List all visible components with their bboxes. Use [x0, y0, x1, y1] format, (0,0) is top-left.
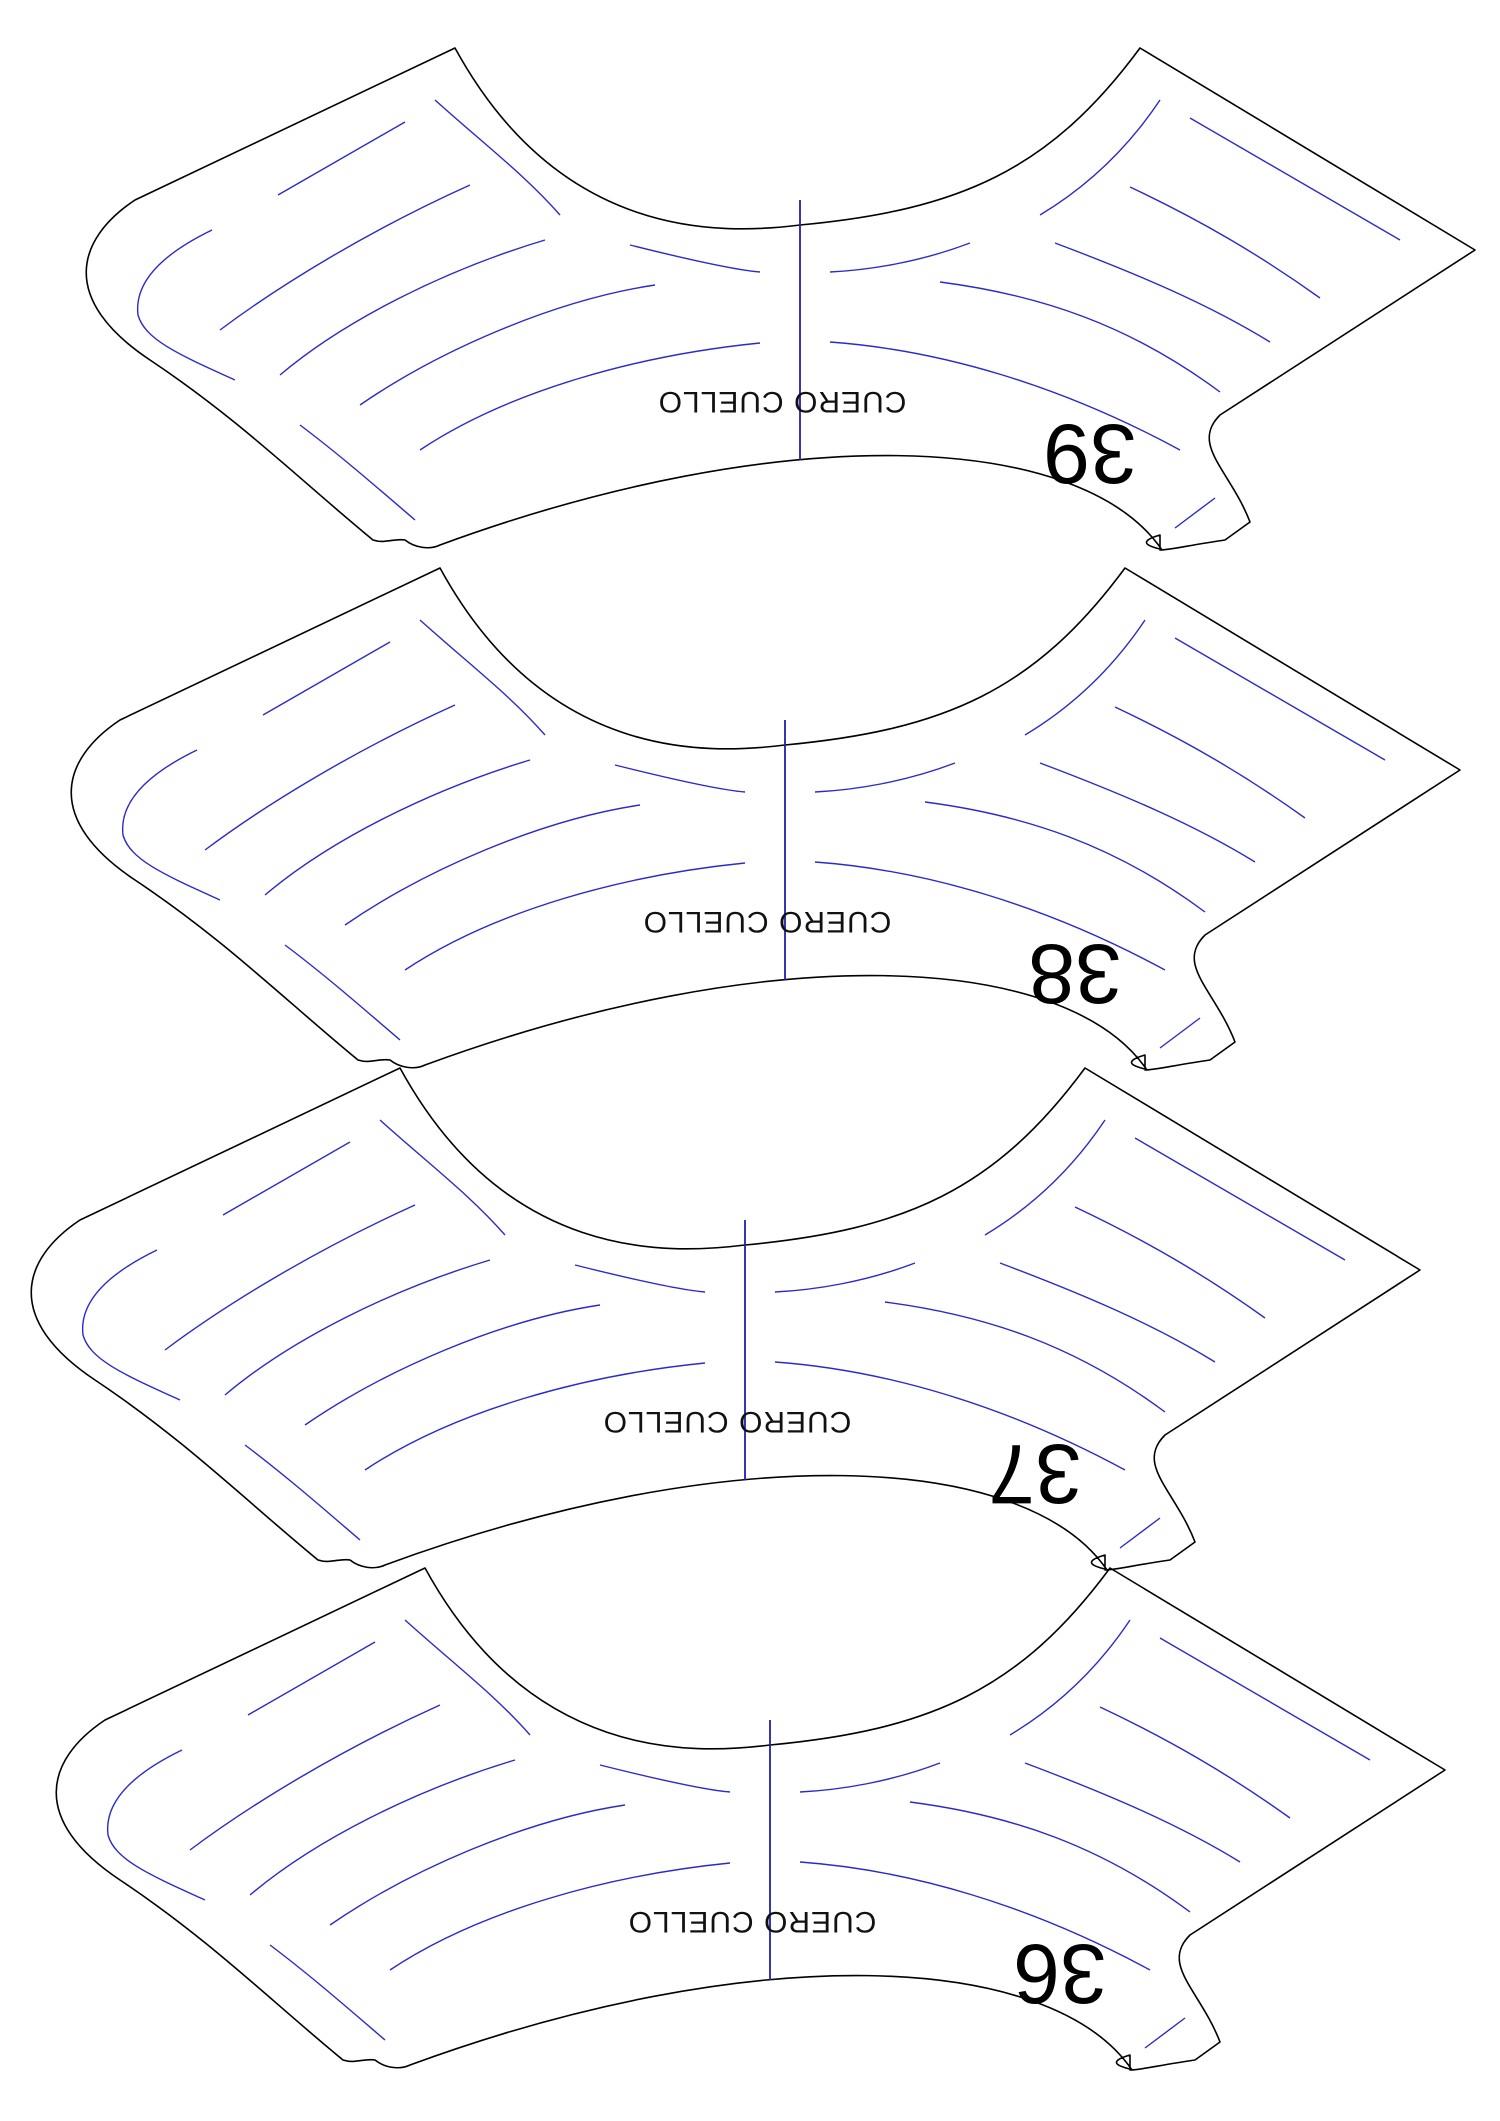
- collar-piece-37: CUERO CUELLO 37: [30, 1067, 1421, 1571]
- size-label: 36: [1013, 1927, 1106, 2021]
- size-label: 37: [988, 1427, 1081, 1521]
- collar-piece-outline: [55, 1567, 1446, 2071]
- size-label: 39: [1043, 407, 1136, 501]
- part-label: CUERO CUELLO: [658, 385, 907, 418]
- collar-piece-36: CUERO CUELLO 36: [55, 1567, 1446, 2071]
- collar-piece-outline: [85, 47, 1476, 551]
- collar-piece-outline: [30, 1067, 1421, 1571]
- size-label: 38: [1028, 927, 1121, 1021]
- collar-piece-38: CUERO CUELLO 38: [70, 567, 1461, 1071]
- part-label: CUERO CUELLO: [603, 1405, 852, 1438]
- part-label: CUERO CUELLO: [628, 1905, 877, 1938]
- collar-piece-outline: [70, 567, 1461, 1071]
- collar-piece-39: CUERO CUELLO 39: [85, 47, 1476, 551]
- part-label: CUERO CUELLO: [643, 905, 892, 938]
